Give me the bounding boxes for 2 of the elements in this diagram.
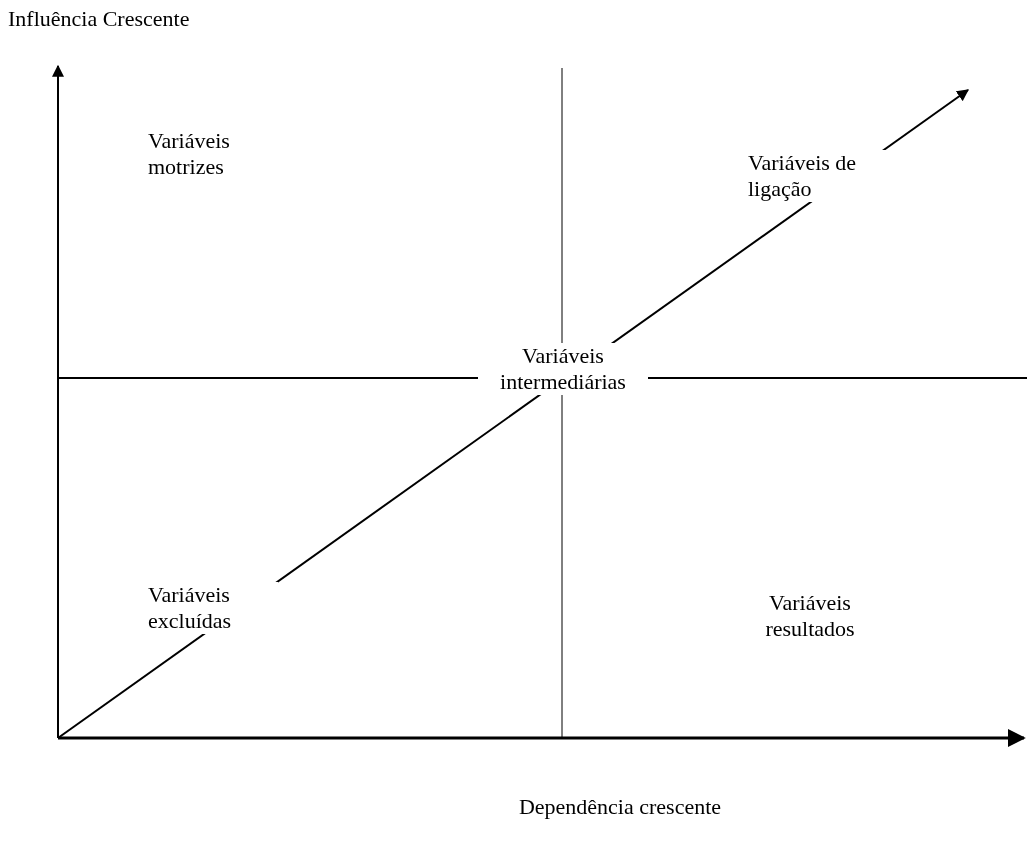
quadrant-label: Variáveis excluídas — [148, 582, 278, 634]
quadrant-label: Variáveis intermediárias — [478, 343, 648, 395]
